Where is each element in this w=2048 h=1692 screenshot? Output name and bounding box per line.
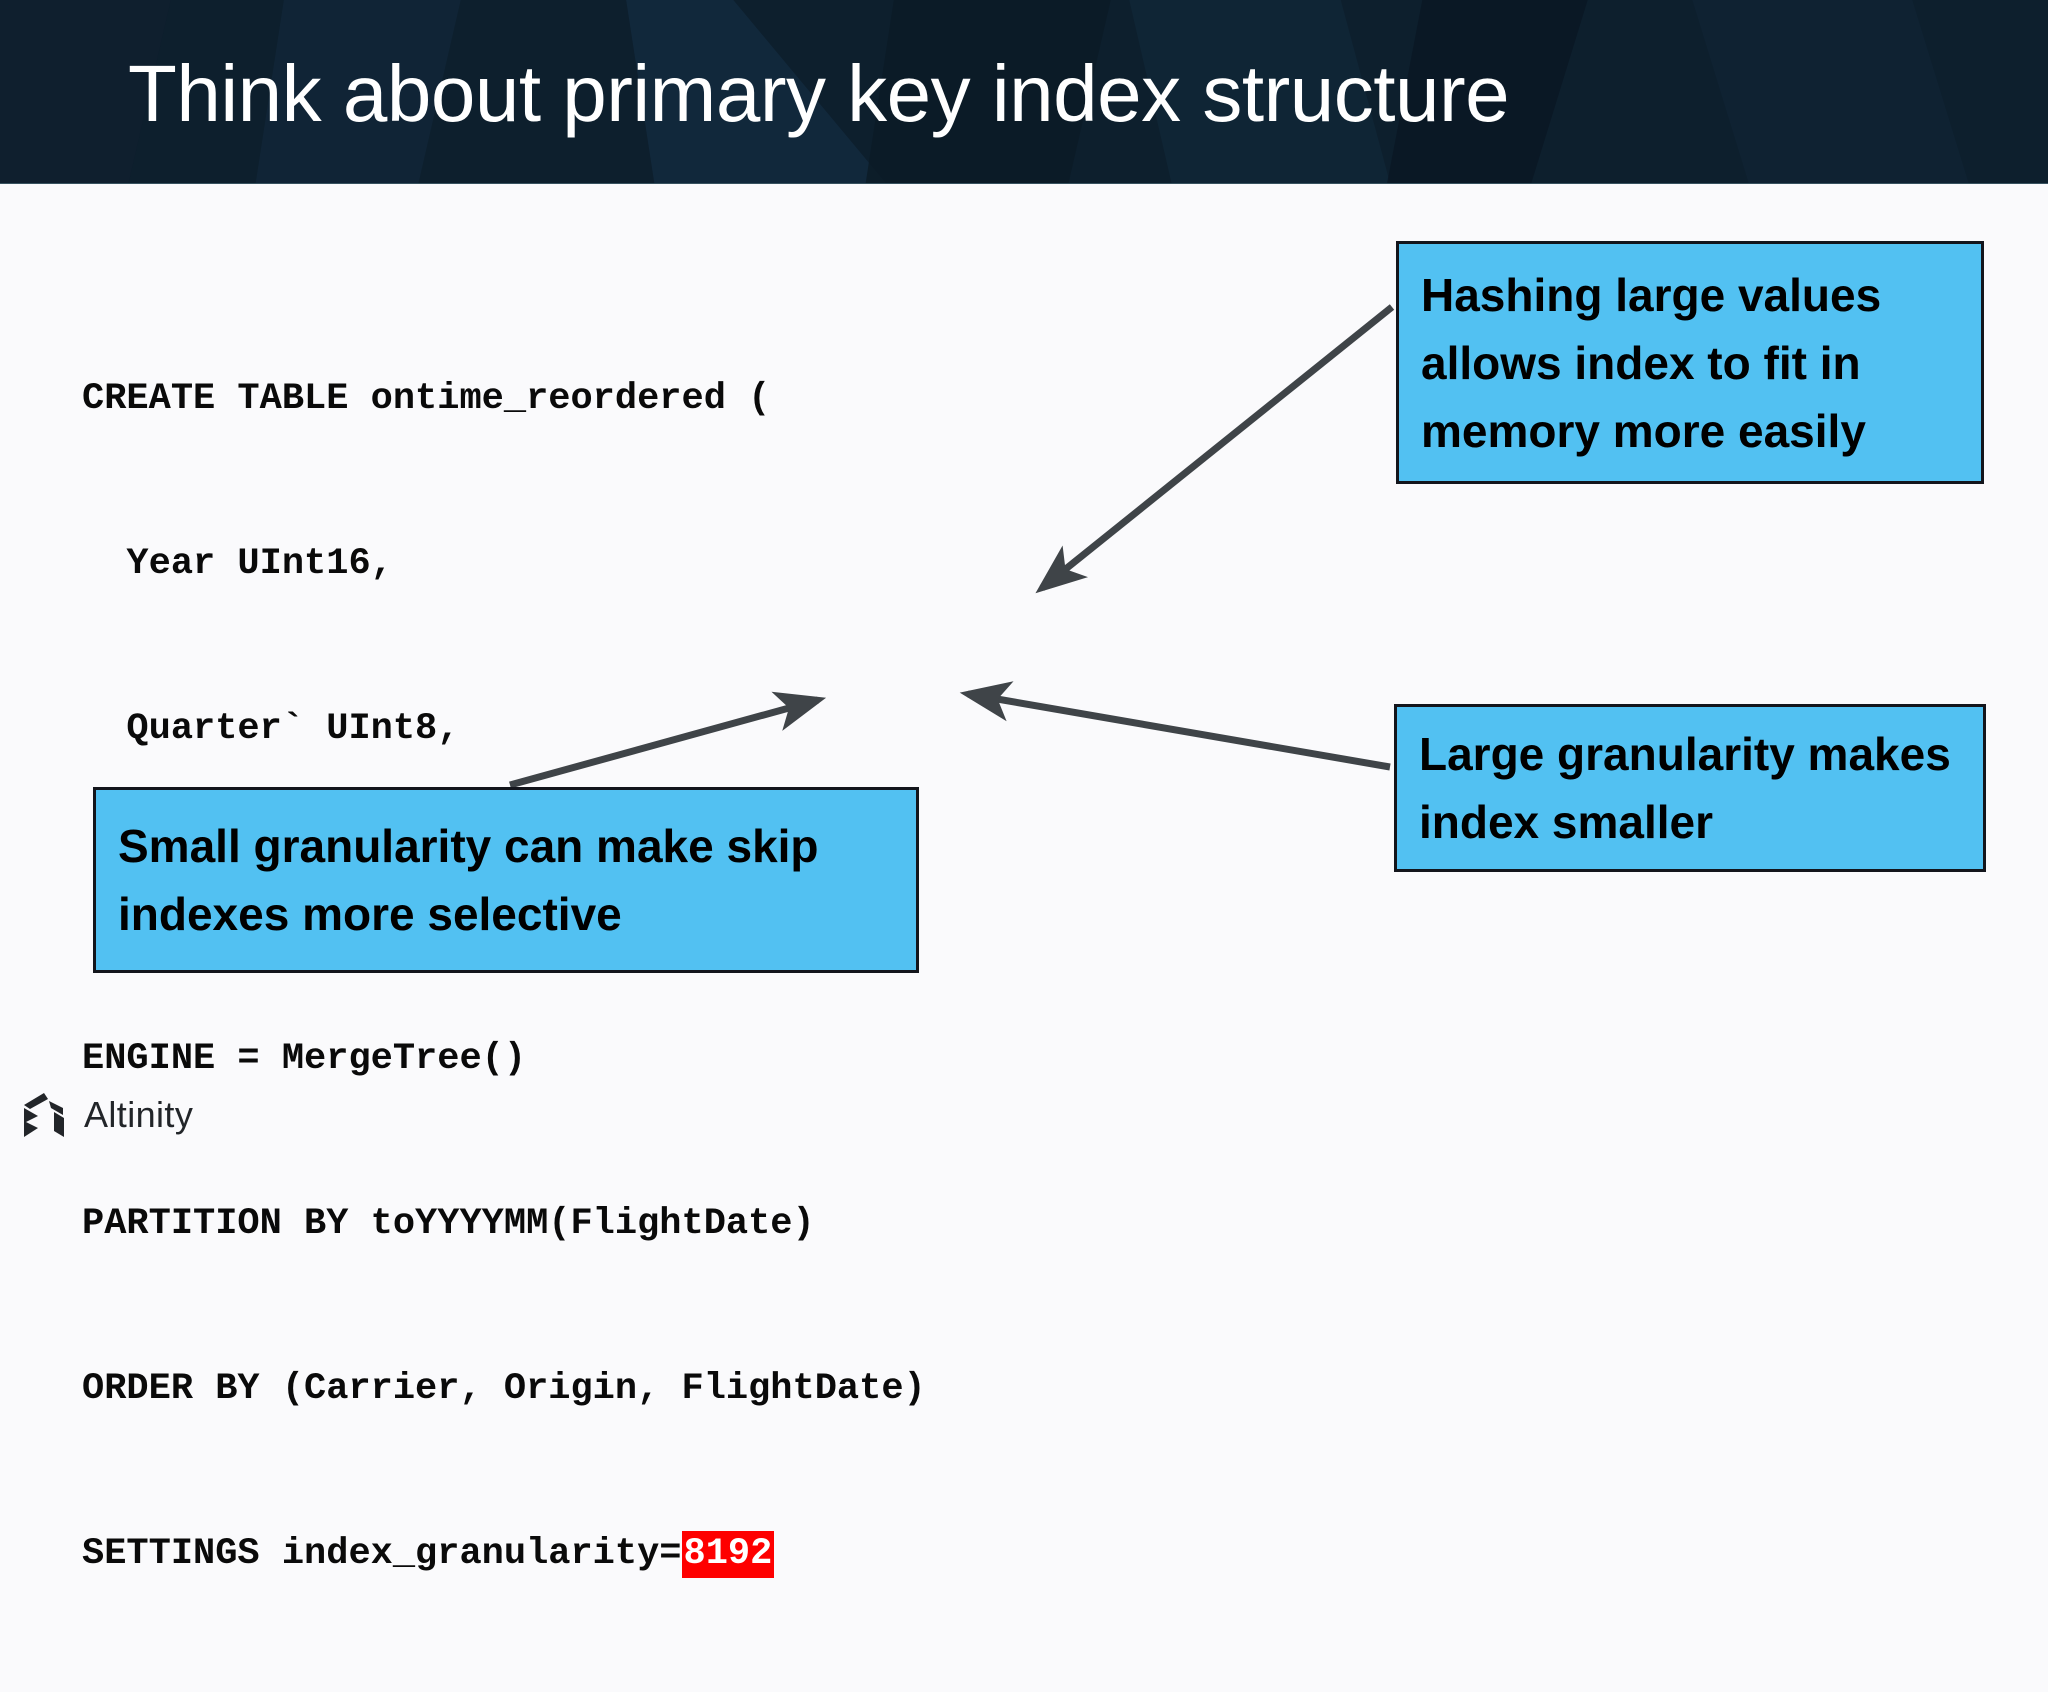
- header-bottom-rule: [0, 183, 2048, 184]
- sql-code-block: CREATE TABLE ontime_reordered ( Year UIn…: [82, 262, 926, 1692]
- callout-large-granularity-text: Large granularity makes index smaller: [1419, 728, 1951, 848]
- altinity-wordmark: Altinity: [84, 1094, 194, 1135]
- code-line-8-text: SETTINGS index_granularity=: [82, 1533, 682, 1575]
- callout-small-granularity-text: Small granularity can make skip indexes …: [118, 820, 819, 940]
- code-line-7: ORDER BY (Carrier, Origin, FlightDate): [82, 1368, 926, 1410]
- code-line-2: Year UInt16,: [82, 543, 393, 585]
- footer-brand: Altinity: [18, 1089, 193, 1141]
- callout-hashing-large-values: Hashing large values allows index to fit…: [1396, 241, 1984, 484]
- index-granularity-value-highlight: 8192: [681, 1531, 775, 1578]
- header-polygon-pattern: [0, 0, 2048, 184]
- arrow-large-granularity-to-8192: [959, 681, 1391, 771]
- code-line-1: CREATE TABLE ontime_reordered (: [82, 378, 771, 420]
- code-line-5: ENGINE = MergeTree(): [82, 1038, 527, 1080]
- callout-small-granularity: Small granularity can make skip indexes …: [93, 787, 919, 973]
- altinity-logo-icon: [24, 1093, 64, 1137]
- arrow-hashing-to-order-by: [1035, 304, 1395, 594]
- callout-large-granularity: Large granularity makes index smaller: [1394, 704, 1986, 872]
- callout-hashing-text: Hashing large values allows index to fit…: [1421, 268, 1882, 457]
- code-line-6: PARTITION BY toYYYYMM(FlightDate): [82, 1203, 815, 1245]
- code-line-3: Quarter` UInt8,: [82, 708, 460, 750]
- slide-canvas: Think about primary key index structure …: [0, 0, 2048, 1578]
- page-title: Think about primary key index structure: [128, 49, 1510, 138]
- code-line-8: SETTINGS index_granularity=8192: [82, 1527, 926, 1582]
- slide-header: Think about primary key index structure: [0, 0, 2048, 184]
